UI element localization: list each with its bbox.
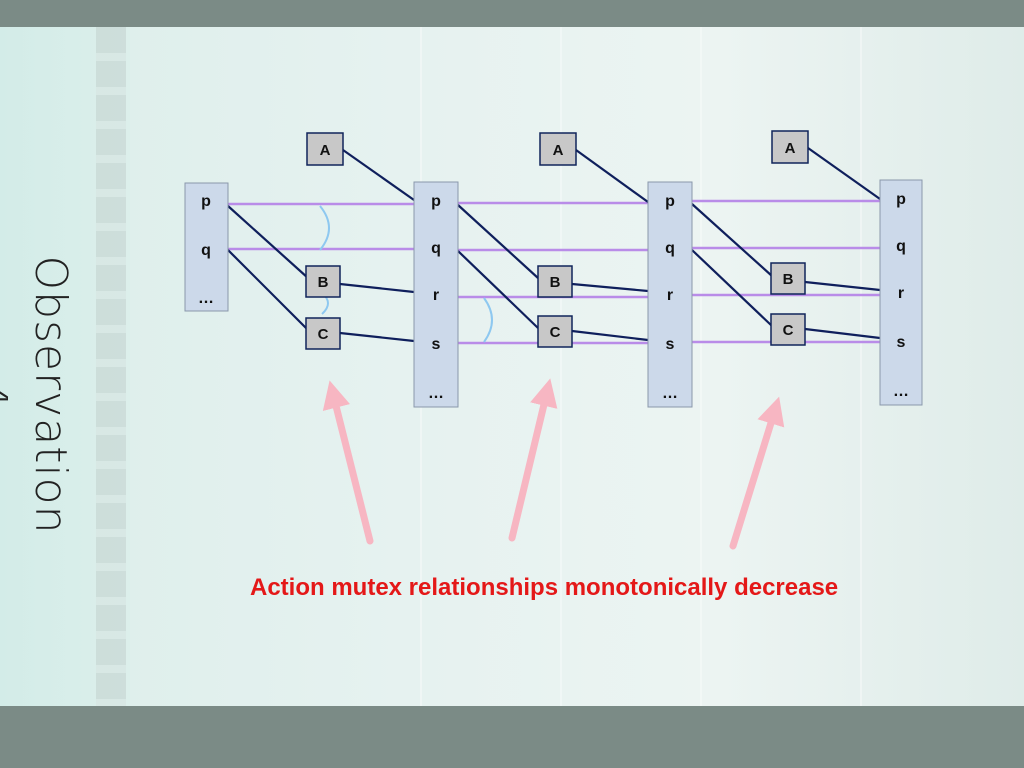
pointer-arrow [729, 396, 785, 550]
action-node [537, 265, 573, 298]
action-label: B [550, 274, 561, 291]
action-label: A [785, 140, 796, 157]
action-edge [339, 331, 415, 343]
decorative-ruler [96, 27, 126, 706]
action-node [305, 317, 341, 350]
prop-column-0 [184, 182, 229, 312]
action-edge [571, 282, 649, 293]
noop-lines [228, 199, 880, 345]
action-edge [457, 250, 539, 329]
prop-label: s [666, 336, 675, 353]
action-label: C [318, 326, 329, 343]
action-edge [227, 249, 309, 331]
prop-column-1 [413, 181, 459, 408]
prop-label: … [428, 385, 444, 402]
action-label: C [550, 324, 561, 341]
action-label: A [320, 142, 331, 159]
prop-column-2 [647, 181, 693, 408]
pointer-arrow [322, 380, 374, 545]
prop-label: p [431, 193, 441, 210]
prop-label: r [433, 287, 439, 304]
action-node [537, 315, 573, 348]
prop-column-3 [879, 179, 923, 406]
prop-label: … [198, 290, 214, 307]
prop-label: q [896, 238, 906, 255]
action-label: C [783, 322, 794, 339]
prop-label: q [665, 240, 675, 257]
action-edge [342, 149, 415, 201]
prop-label: r [898, 285, 904, 302]
action-edge [227, 205, 309, 279]
action-edge [571, 329, 649, 342]
prop-label: s [897, 334, 906, 351]
action-label: B [318, 274, 329, 291]
mutex-arc [483, 297, 493, 343]
prop-label: s [432, 336, 441, 353]
action-edge [807, 147, 881, 200]
action-edges [227, 147, 881, 343]
action-node [770, 262, 806, 295]
action-edge [691, 203, 773, 277]
prop-label: p [201, 193, 211, 210]
action-edge [691, 249, 773, 327]
prop-label: r [667, 287, 673, 304]
slide-background [0, 27, 1024, 706]
action-label: A [553, 142, 564, 159]
action-edge [804, 280, 881, 292]
pointer-arrows [322, 378, 785, 550]
action-node [305, 265, 341, 298]
action-label: B [783, 271, 794, 288]
caption: Action mutex relationships monotonically… [250, 574, 839, 601]
prop-label: p [665, 193, 675, 210]
prop-label: p [896, 191, 906, 208]
action-edge [339, 282, 415, 294]
action-edge [804, 327, 881, 340]
mutex-arc [319, 205, 330, 251]
action-node [770, 313, 806, 346]
action-node [539, 132, 577, 166]
prop-label: q [201, 242, 211, 259]
action-node [771, 130, 809, 164]
action-node [306, 132, 344, 166]
action-edge [457, 204, 539, 279]
pointer-arrow [508, 378, 558, 542]
prop-label: … [662, 385, 678, 402]
prop-label: q [431, 240, 441, 257]
prop-label: … [893, 383, 909, 400]
action-edge [575, 149, 649, 203]
